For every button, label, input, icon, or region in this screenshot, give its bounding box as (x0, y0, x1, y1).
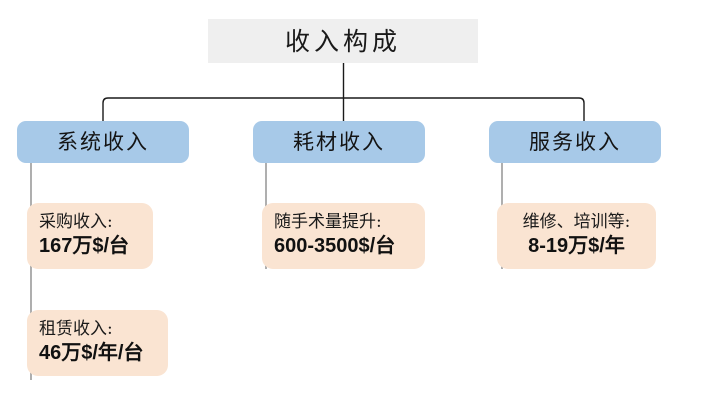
detail-label: 维修、培训等: (522, 211, 631, 232)
detail-node-purchase-revenue[interactable]: 采购收入: 167万$/台 (27, 203, 153, 269)
detail-label: 采购收入: (39, 211, 113, 232)
detail-value: 8-19万$/年 (528, 235, 625, 258)
detail-value: 46万$/年/台 (39, 342, 144, 365)
category-node-system-revenue[interactable]: 系统收入 (17, 121, 189, 163)
detail-node-consumables-per-case[interactable]: 随手术量提升: 600-3500$/台 (262, 203, 425, 269)
category-label: 耗材收入 (293, 129, 385, 154)
category-node-service-revenue[interactable]: 服务收入 (489, 121, 661, 163)
category-node-consumables-revenue[interactable]: 耗材收入 (253, 121, 425, 163)
detail-label: 随手术量提升: (274, 211, 382, 232)
detail-value: 600-3500$/台 (274, 235, 396, 258)
detail-node-leasing-revenue[interactable]: 租赁收入: 46万$/年/台 (27, 310, 168, 376)
diagram-title-text: 收入构成 (284, 26, 401, 56)
detail-label: 租赁收入: (39, 318, 113, 339)
detail-node-maintenance-training[interactable]: 维修、培训等: 8-19万$/年 (497, 203, 656, 269)
category-label: 服务收入 (529, 129, 621, 154)
category-label: 系统收入 (57, 129, 149, 154)
detail-value: 167万$/台 (39, 235, 130, 258)
diagram-title-node: 收入构成 (208, 19, 478, 63)
